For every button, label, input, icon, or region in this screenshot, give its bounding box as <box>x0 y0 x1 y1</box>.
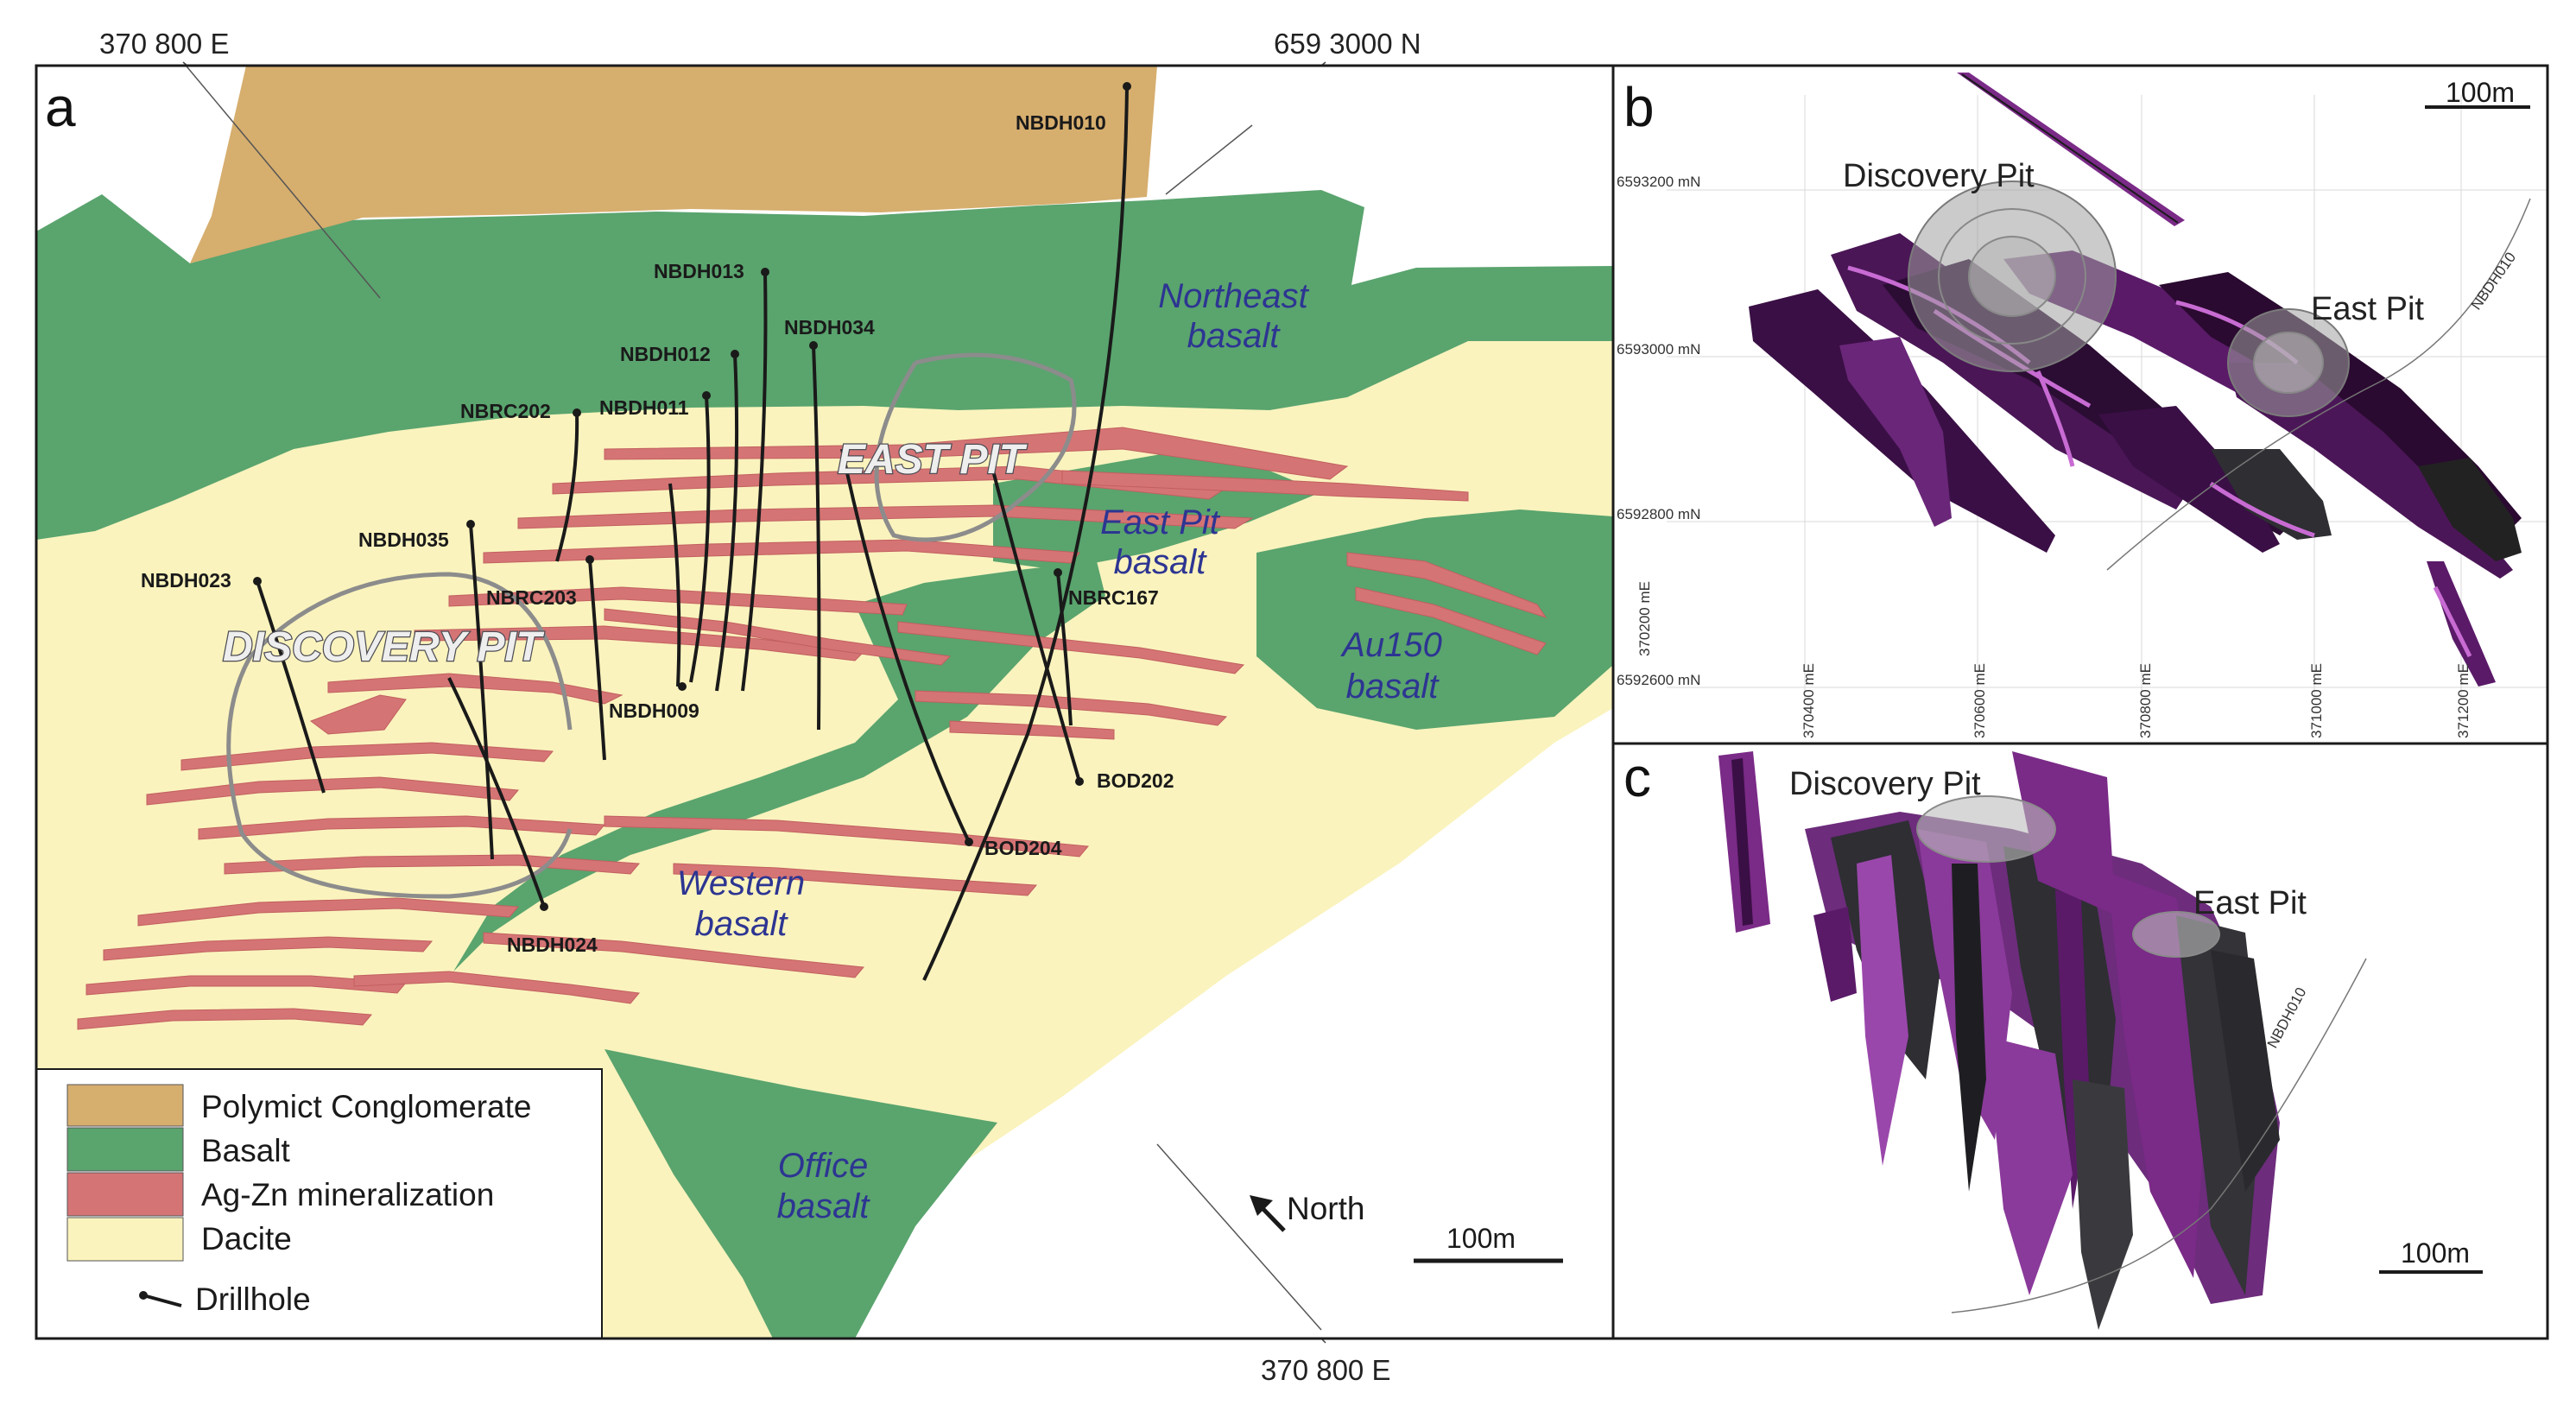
northeast-basalt-label-2: basalt <box>1187 317 1282 355</box>
drillhole-traces <box>256 85 1129 981</box>
legend-label-basalt: Basalt <box>201 1133 291 1168</box>
easting-370200: 370200 mE <box>1636 581 1653 656</box>
legend-label-drillhole: Drillhole <box>195 1282 311 1317</box>
office-basalt <box>604 1049 997 1339</box>
panel-b-east-pit-label: East Pit <box>2311 291 2424 327</box>
northeast-basalt <box>36 190 1613 540</box>
legend-drillhole-icon <box>142 1294 182 1307</box>
panel-b-discovery-pit-label: Discovery Pit <box>1843 158 2035 194</box>
au150-basalt-label-2: basalt <box>1346 668 1440 706</box>
panel-c-label: c <box>1623 746 1651 808</box>
office-basalt-label-2: basalt <box>777 1187 871 1225</box>
discovery-pit-outline <box>226 572 573 899</box>
easting-370400: 370400 mE <box>1801 663 1817 738</box>
panel-c-3d-view: NBDH010 Discovery Pit East Pit 100m c <box>1611 742 2549 1340</box>
legend-swatch-mineralization <box>66 1172 184 1217</box>
drillhole-label-nbdh034: NBDH034 <box>784 316 875 339</box>
drillhole-label-nbdh024: NBDH024 <box>507 934 598 956</box>
panel-c-frame <box>1611 742 2549 1340</box>
drillhole-labels: NBDH010 NBDH013 NBDH034 NBDH012 NBDH011 … <box>141 111 1174 956</box>
panel-b-3d-view: NBDH010 Discovery Pit East Pit 6593200 m… <box>1611 64 2549 745</box>
east-pit-outline <box>874 352 1077 542</box>
legend: Polymict Conglomerate Basalt Ag-Zn miner… <box>35 1068 603 1339</box>
north-arrow: North <box>1250 1191 1364 1232</box>
scale-label-a: 100m <box>1446 1223 1516 1254</box>
drillhole-label-nbdh023: NBDH023 <box>141 569 231 592</box>
panel-b-label: b <box>1623 76 1655 138</box>
drillhole-label-nbdh013: NBDH013 <box>654 260 744 282</box>
western-basalt-label-2: basalt <box>695 905 789 943</box>
drillhole-collars <box>253 82 1131 911</box>
panel-c-east-pit-shell <box>2132 911 2220 958</box>
easting-370800: 370800 mE <box>2137 663 2154 738</box>
panel-c-east-pit-label: East Pit <box>2193 885 2307 921</box>
easting-371000: 371000 mE <box>2308 663 2325 738</box>
drillhole-label-nbdh010: NBDH010 <box>1016 111 1106 134</box>
easting-371200: 371200 mE <box>2455 663 2472 738</box>
legend-swatch-dacite <box>66 1217 184 1262</box>
panel-b-drillhole-trace <box>2106 198 2531 571</box>
au150-basalt-label-1: Au150 <box>1340 626 1442 664</box>
office-basalt-label-1: Office <box>778 1147 868 1185</box>
polymict-conglomerate <box>190 66 1157 263</box>
panel-c-discovery-pit-shell <box>1916 795 2056 863</box>
legend-label-mineralization: Ag-Zn mineralization <box>201 1177 494 1212</box>
scale-label-b: 100m <box>2446 77 2515 108</box>
grid-line-nw <box>185 66 381 299</box>
eastpit-basalt-label-1: East Pit <box>1100 503 1221 541</box>
north-label: North <box>1287 1191 1364 1226</box>
coord-top-center: 659 3000 N <box>1274 28 1421 60</box>
east-pit-label: EAST PIT <box>838 437 1028 483</box>
northeast-basalt-label-1: Northeast <box>1158 277 1309 315</box>
drillhole-label-nbdh035: NBDH035 <box>358 528 449 551</box>
easting-370600: 370600 mE <box>1972 663 1988 738</box>
au150-basalt <box>1256 509 1613 730</box>
drillhole-label-nbrc167: NBRC167 <box>1068 586 1159 609</box>
scale-label-c: 100m <box>2401 1237 2470 1269</box>
panel-c-discovery-pit-label: Discovery Pit <box>1789 766 1981 802</box>
north-arrow-icon <box>1250 1195 1273 1216</box>
northing-6592800: 6592800 mN <box>1617 506 1700 522</box>
legend-swatch-basalt <box>66 1127 184 1172</box>
drillhole-label-nbrc202: NBRC202 <box>460 400 551 422</box>
grid-line-s <box>1156 1143 1322 1331</box>
drillhole-label-bod204: BOD204 <box>984 837 1062 859</box>
drillhole-label-nbdh009: NBDH009 <box>609 699 699 722</box>
legend-label-conglomerate: Polymict Conglomerate <box>201 1089 531 1124</box>
panel-a-map: NBDH010 NBDH013 NBDH034 NBDH012 NBDH011 … <box>35 64 1615 1340</box>
coord-top-left: 370 800 E <box>99 28 229 60</box>
western-basalt-label-1: Western <box>677 864 805 902</box>
legend-swatch-conglomerate <box>66 1084 184 1127</box>
northing-6593000: 6593000 mN <box>1617 341 1700 358</box>
drillhole-label-nbdh011: NBDH011 <box>599 396 689 419</box>
mineralization-lenses <box>77 427 1547 1030</box>
panel-c-drillhole-trace <box>1951 958 2367 1313</box>
drillhole-label-bod202: BOD202 <box>1097 769 1174 792</box>
panel-a-label: a <box>45 76 76 138</box>
discovery-pit-label: DISCOVERY PIT <box>223 624 545 670</box>
drillhole-label-nbdh012: NBDH012 <box>620 343 711 365</box>
grid-line-ne <box>1165 124 1253 195</box>
northing-6593200: 6593200 mN <box>1617 174 1700 190</box>
northing-6592600: 6592600 mN <box>1617 672 1700 688</box>
drillhole-label-nbrc203: NBRC203 <box>486 586 577 609</box>
eastpit-basalt-label-2: basalt <box>1114 543 1208 581</box>
scale-bar-a: 100m <box>1414 1223 1563 1263</box>
legend-label-dacite: Dacite <box>201 1221 292 1256</box>
coord-bottom: 370 800 E <box>1261 1354 1390 1386</box>
